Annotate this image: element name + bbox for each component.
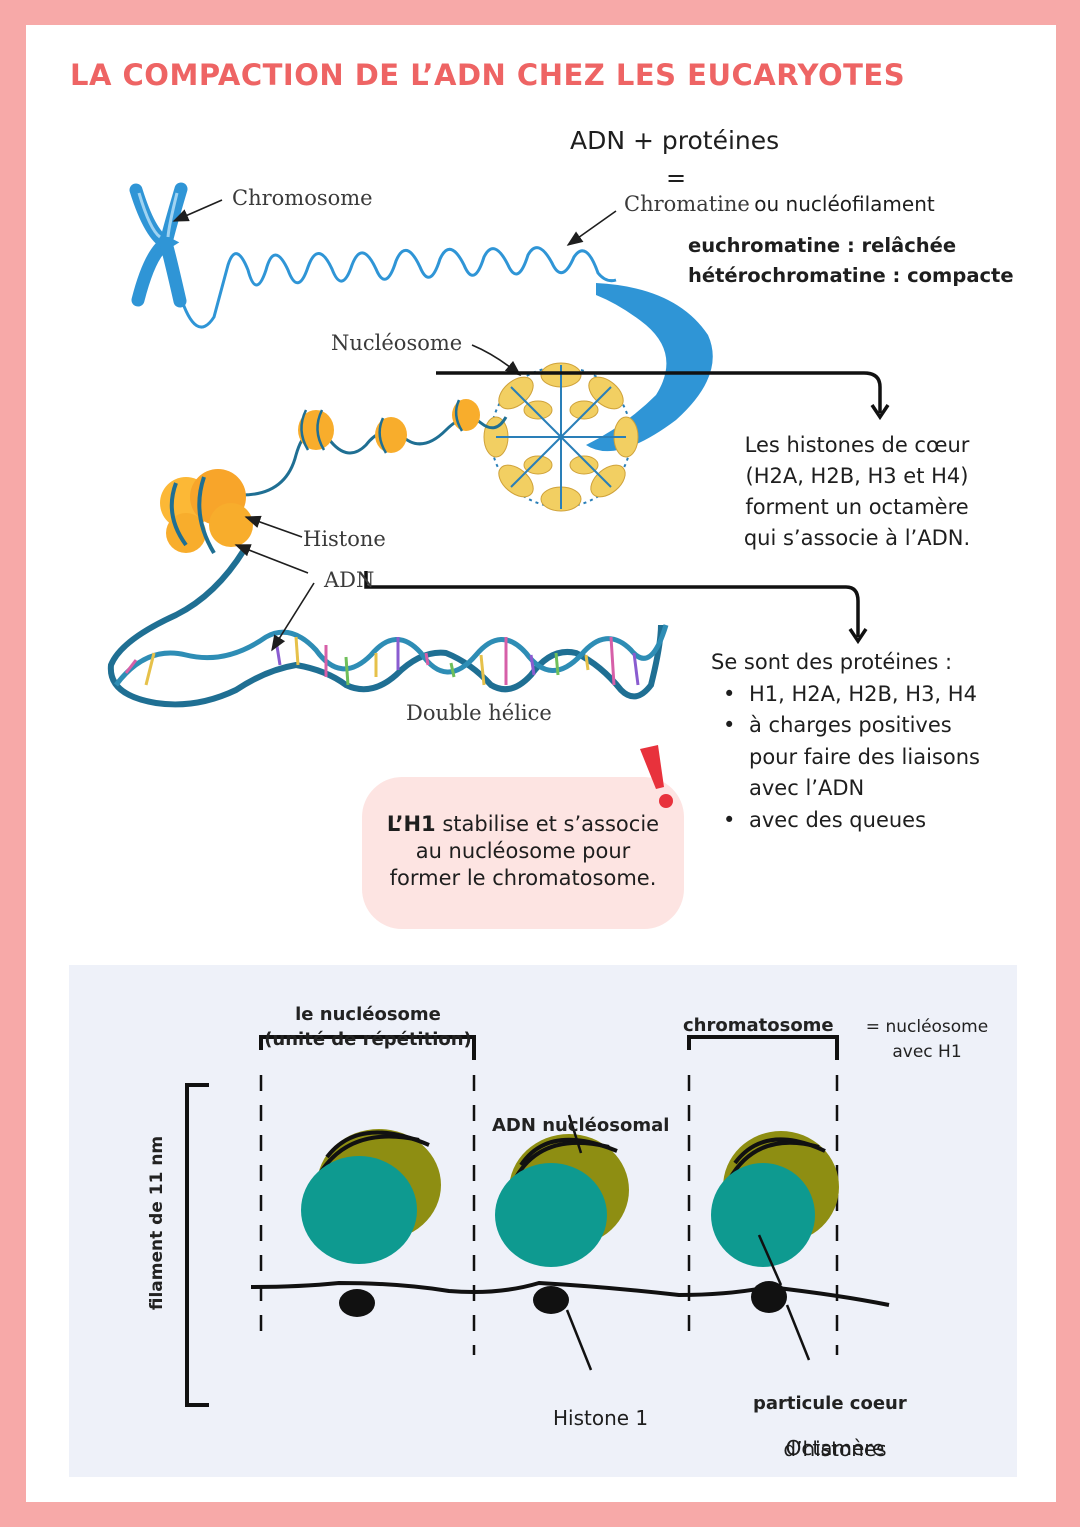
euchromatine-text: euchromatine : relâchée — [688, 234, 957, 257]
chromatin-fiber — [178, 246, 617, 329]
filament-label: filament de 11 nm — [147, 1135, 167, 1311]
nucleosome-particle — [301, 1129, 441, 1317]
histone1-label: Histone 1 — [553, 1406, 649, 1430]
nucleosome-unit-label: le nucléosome (unité de répétition) — [263, 1002, 473, 1052]
nucleosome-particle — [495, 1134, 629, 1314]
chromatosome-particle — [711, 1131, 839, 1313]
note-line: (H2A, H2B, H3 et H4) — [745, 464, 969, 488]
compaction-illustration — [107, 182, 890, 708]
chromatine-line: Chromatine ou nucléofilament — [624, 192, 935, 216]
heterochromatine-text: hétérochromatine : compacte — [688, 264, 1014, 287]
particule-coeur-label: particule coeur — [753, 1393, 907, 1414]
h1-callout — [362, 777, 684, 929]
octamere-label-line2: d’histones — [783, 1437, 887, 1461]
chromosome-label: Chromosome — [232, 186, 373, 210]
nucleosome-label: Nucléosome — [331, 331, 463, 355]
equation-equals: = — [666, 164, 687, 192]
chromatine-label: Chromatine — [624, 192, 750, 216]
nucleofilament-label: ou nucléofilament — [754, 192, 935, 216]
double-helix — [107, 548, 669, 708]
label-line: Octamère — [785, 1436, 885, 1460]
list-item: à charges positives pour faire des liais… — [711, 710, 985, 805]
chromatosome-label: chromatosome — [683, 1015, 834, 1036]
h1-callout-text: L’H1 stabilise et s’associe au nucléosom… — [362, 811, 684, 892]
histone-octamer — [160, 469, 253, 555]
label-line: le nucléosome — [295, 1004, 441, 1025]
callout-line: L’H1 stabilise et s’associe — [362, 811, 684, 838]
h1-bold: L’H1 — [386, 812, 436, 836]
callout-line: former le chromatosome. — [389, 866, 657, 890]
histone-label: Histone — [303, 527, 386, 551]
adn-nucleosomal-label: ADN nucléosomal — [492, 1115, 670, 1136]
warning-icon — [640, 745, 673, 808]
label-line: = nucléosome — [865, 1017, 989, 1037]
octamere-label: Octamère — [755, 1433, 915, 1464]
page-title: LA COMPACTION DE L’ADN CHEZ LES EUCARYOT… — [70, 58, 906, 92]
protein-intro: Se sont des protéines : — [711, 650, 953, 674]
list-item: H1, H2A, H2B, H3, H4 — [711, 679, 1011, 711]
protein-note: Se sont des protéines : H1, H2A, H2B, H3… — [711, 647, 1011, 836]
note-line: forment un octamère — [745, 495, 969, 519]
solenoid — [483, 362, 639, 512]
equation-left: ADN + protéines — [570, 126, 780, 155]
label-line: avec H1 — [892, 1042, 962, 1062]
label-line: (unité de répétition) — [264, 1029, 472, 1050]
histone-core-note: Les histones de cœur (H2A, H2B, H3 et H4… — [714, 430, 1000, 554]
double-helice-label: Double hélice — [406, 701, 552, 725]
chromosome-shape — [129, 182, 188, 308]
chromatosome-illustration — [185, 1035, 890, 1407]
page: LA COMPACTION DE L’ADN CHEZ LES EUCARYOT… — [26, 25, 1056, 1502]
protein-list: H1, H2A, H2B, H3, H4 à charges positives… — [711, 679, 1011, 837]
chromatosome-definition: = nucléosome avec H1 — [847, 1015, 1007, 1065]
callout-rest: stabilise et s’associe — [435, 812, 660, 836]
chromatosome-diagram: le nucléosome (unité de répétition) chro… — [69, 965, 1017, 1477]
adn-label: ADN — [324, 568, 375, 592]
note-line: qui s’associe à l’ADN. — [743, 526, 971, 550]
note-line: Les histones de cœur — [744, 433, 970, 457]
callout-line: au nucléosome pour — [415, 839, 631, 863]
list-item: avec des queues — [711, 805, 1011, 837]
supercoil-funnel — [586, 283, 713, 452]
